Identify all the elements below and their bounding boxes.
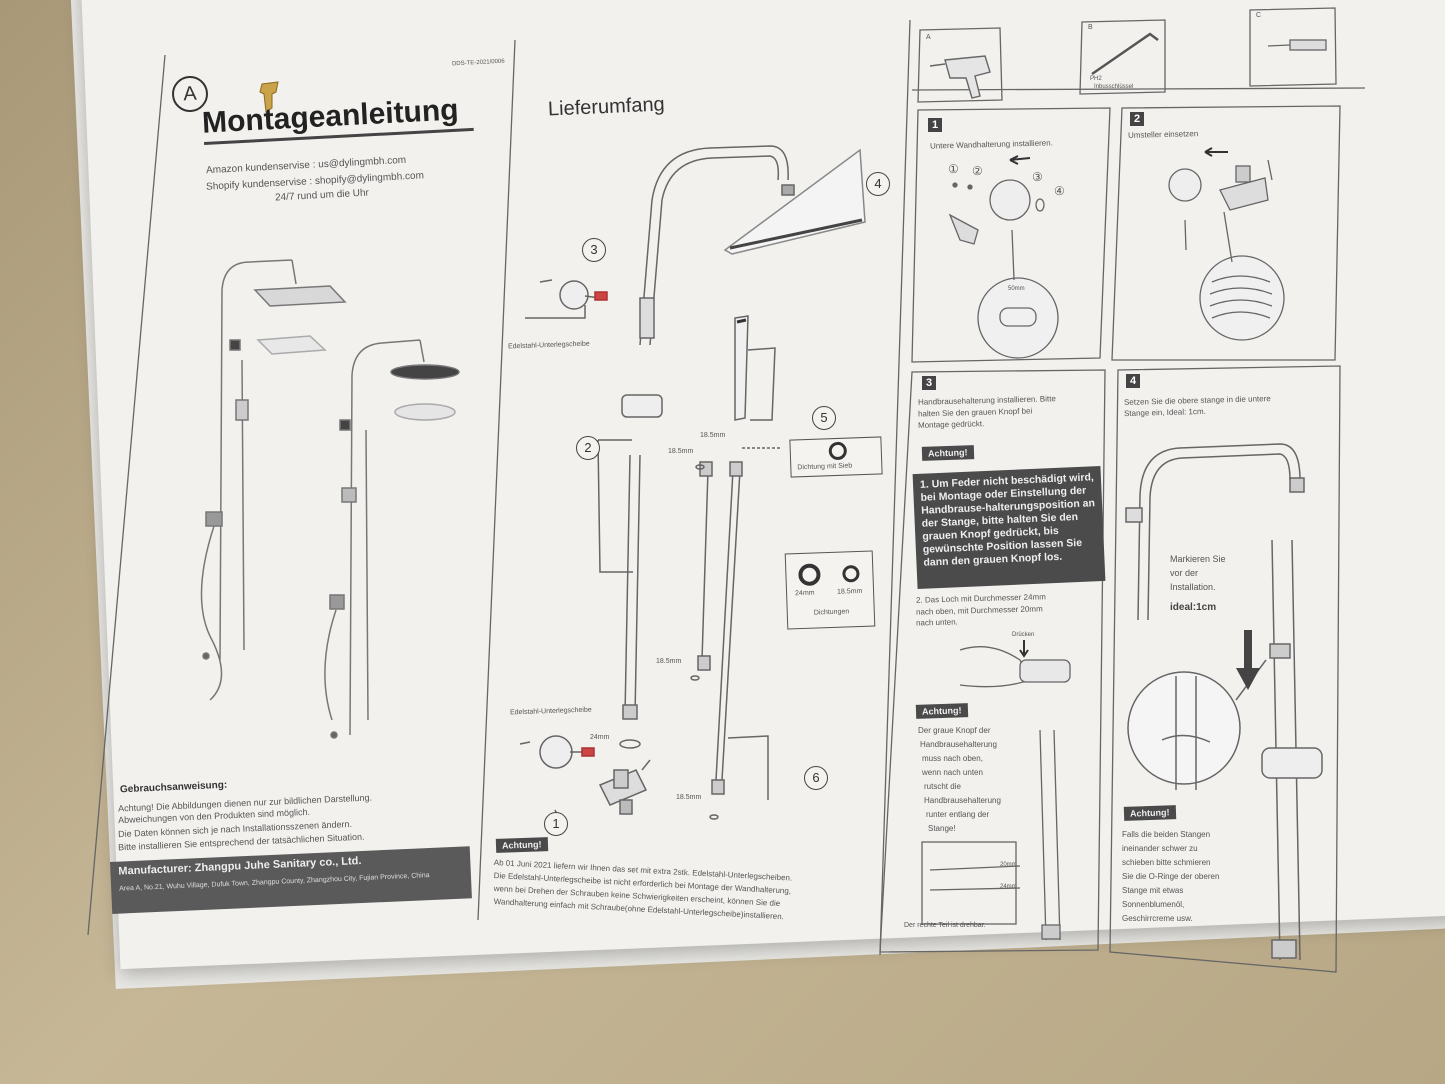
knob-line-1: Der graue Knopf der bbox=[918, 726, 991, 735]
knob-line-4: wenn nach unten bbox=[922, 768, 983, 777]
part-number-1: 1 bbox=[544, 812, 568, 836]
mark-line-1: Markieren Sie bbox=[1170, 554, 1226, 564]
tool-b-label: B bbox=[1088, 24, 1093, 31]
step-1-item-2: ② bbox=[972, 164, 983, 178]
lube-line-2: ineinander schwer zu bbox=[1122, 844, 1198, 853]
part-number-6: 6 bbox=[804, 766, 828, 790]
knob-line-3: muss nach oben, bbox=[922, 754, 983, 763]
lube-line-1: Falls die beiden Stangen bbox=[1122, 830, 1211, 839]
knob-line-2: Handbrausehalterung bbox=[920, 740, 997, 749]
ideal-distance: ideal:1cm bbox=[1170, 602, 1217, 613]
step-1-item-4: ④ bbox=[1054, 184, 1065, 198]
mark-line-2: vor der bbox=[1170, 568, 1199, 578]
step-3-press-label: Drücken bbox=[1012, 632, 1035, 638]
knob-line-5: rutscht die bbox=[924, 782, 961, 791]
part-number-3: 3 bbox=[582, 238, 606, 262]
dim-hose-mid: 18.5mm bbox=[656, 658, 682, 665]
lube-line-5: Stange mit etwas bbox=[1122, 886, 1184, 895]
dim-washer: 24mm bbox=[590, 734, 610, 741]
knob-line-6: Handbrausehalterung bbox=[924, 796, 1001, 805]
dim-hose-bottom: 18.5mm bbox=[676, 794, 702, 801]
part-number-5: 5 bbox=[812, 406, 836, 430]
step-4-badge: 4 bbox=[1126, 374, 1140, 388]
dim-hose-top: 18.5mm bbox=[700, 432, 726, 439]
part-number-2: 2 bbox=[576, 436, 600, 460]
lube-line-7: Geschirrcreme usw. bbox=[1122, 914, 1193, 923]
tool-c-label: C bbox=[1256, 12, 1262, 19]
tool-b-size: PH2 bbox=[1090, 76, 1102, 82]
knob-line-8: Stange! bbox=[928, 824, 956, 833]
dim-20mm: 20mm bbox=[1000, 862, 1017, 868]
part-number-4: 4 bbox=[866, 172, 890, 196]
tool-b-name: Inbusschlüssel bbox=[1094, 84, 1134, 90]
step-1-dim: 50mm bbox=[1008, 286, 1025, 292]
lube-line-6: Sonnenblumenöl, bbox=[1122, 900, 1185, 909]
dim-24mm: 24mm bbox=[1000, 884, 1017, 890]
lube-line-3: schieben bitte schmieren bbox=[1122, 858, 1211, 867]
step-2-badge: 2 bbox=[1130, 112, 1144, 126]
achtung-badge-4: Achtung! bbox=[1123, 805, 1176, 821]
tool-a-label: A bbox=[926, 34, 931, 41]
step-1-item-1: ① bbox=[948, 162, 959, 176]
step-1-item-3: ③ bbox=[1032, 170, 1043, 184]
rotatable-note: Der rechte Teil ist drehbar. bbox=[904, 922, 986, 929]
mark-line-3: Installation. bbox=[1170, 582, 1216, 592]
step-1-badge: 1 bbox=[928, 118, 942, 132]
step-3-badge: 3 bbox=[922, 376, 936, 390]
knob-line-7: runter entlang der bbox=[926, 810, 990, 819]
dim-hose-left: 18.5mm bbox=[668, 448, 694, 455]
lube-line-4: Sie die O-Ringe der oberen bbox=[1122, 872, 1220, 881]
